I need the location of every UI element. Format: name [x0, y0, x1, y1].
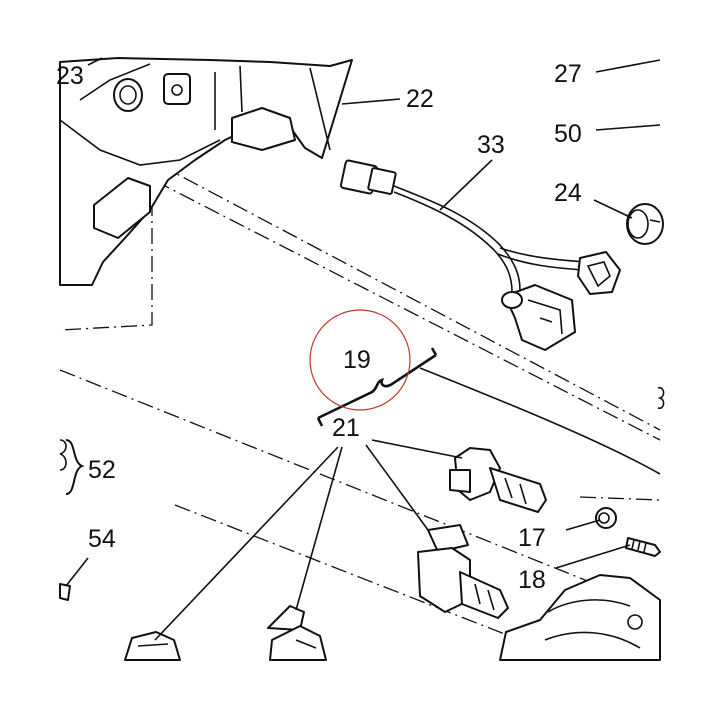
callout-18: 18 [518, 566, 546, 594]
small-fastener-part [59, 583, 71, 601]
bulb-socket-left-part [124, 631, 181, 661]
headlight-housing-part [59, 57, 353, 286]
grommet-part [626, 203, 664, 245]
callout-19: 19 [343, 346, 371, 374]
callout-24: 24 [554, 179, 582, 207]
callout-33: 33 [477, 131, 505, 159]
bulb-socket-right-part [267, 605, 327, 661]
highlight-circle [309, 309, 411, 411]
edge-fragments [59, 386, 665, 471]
callout-17: 17 [518, 524, 546, 552]
leader-lines [65, 57, 661, 641]
wiring-harness-part [339, 159, 621, 351]
group-bracket [316, 347, 438, 427]
callout-21: 21 [332, 414, 360, 442]
headlight-lens-part [499, 574, 661, 661]
group-bracket-52 [65, 439, 85, 495]
callout-52: 52 [88, 456, 116, 484]
callout-23: 23 [56, 62, 84, 90]
callout-labels: 23 22 27 50 33 24 19 21 52 54 17 18 [56, 60, 582, 594]
headlight-bulb-lower-part [417, 524, 509, 619]
screw-part [625, 537, 661, 557]
headlight-bulb-upper-part [449, 447, 547, 513]
callout-22: 22 [406, 85, 434, 113]
nut-part [595, 507, 617, 529]
callout-50: 50 [554, 120, 582, 148]
callout-27: 27 [554, 60, 582, 88]
callout-54: 54 [88, 525, 116, 553]
